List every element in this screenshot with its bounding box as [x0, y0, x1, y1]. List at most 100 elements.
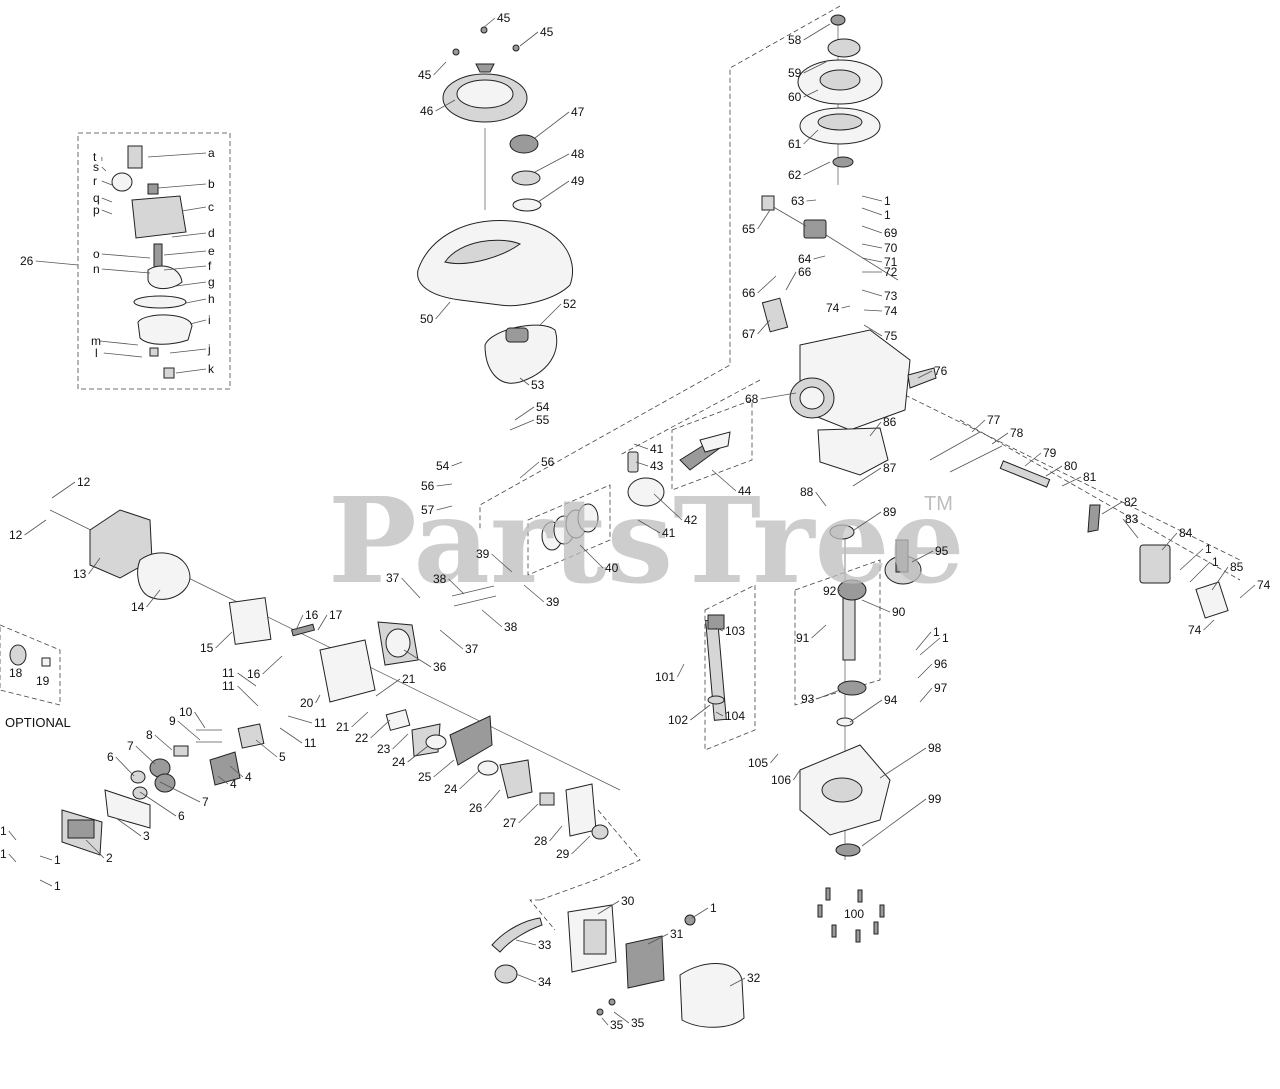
callout-label[interactable]: 87: [883, 461, 897, 475]
callout-label[interactable]: 52: [563, 297, 577, 311]
callout-label[interactable]: 57: [421, 503, 435, 517]
callout-label[interactable]: 43: [650, 459, 664, 473]
callout-70[interactable]: 70: [861, 241, 898, 255]
callout-label[interactable]: 37: [386, 571, 400, 585]
callout-83[interactable]: 83: [1122, 512, 1139, 539]
callout-68[interactable]: 68: [745, 392, 797, 406]
callout-81[interactable]: 81: [1061, 470, 1097, 487]
callout-o[interactable]: o: [93, 247, 151, 261]
callout-label[interactable]: 56: [541, 455, 555, 469]
callout-label[interactable]: 35: [610, 1018, 624, 1032]
callout-34[interactable]: 34: [515, 973, 552, 989]
callout-label[interactable]: 59: [788, 66, 802, 80]
callout-label[interactable]: 1: [1212, 555, 1219, 569]
callout-4[interactable]: 4: [217, 775, 237, 791]
callout-label[interactable]: 84: [1179, 526, 1193, 540]
callout-91[interactable]: 91: [796, 624, 827, 645]
callout-label[interactable]: 74: [1188, 623, 1202, 637]
callout-label[interactable]: 12: [9, 528, 23, 542]
callout-label[interactable]: 54: [536, 400, 550, 414]
callout-label[interactable]: 50: [420, 312, 434, 326]
callout-label[interactable]: a: [208, 146, 215, 160]
callout-label[interactable]: 93: [801, 692, 815, 706]
callout-61[interactable]: 61: [788, 129, 819, 151]
callout-45[interactable]: 45: [418, 61, 447, 82]
callout-label[interactable]: 61: [788, 137, 802, 151]
callout-label[interactable]: 1: [933, 625, 940, 639]
callout-g[interactable]: g: [175, 275, 215, 289]
callout-label[interactable]: j: [207, 342, 211, 356]
callout-label[interactable]: 63: [791, 194, 805, 208]
callout-label[interactable]: 48: [571, 147, 585, 161]
callout-73[interactable]: 73: [861, 289, 898, 303]
callout-label[interactable]: 74: [1257, 578, 1271, 592]
callout-label[interactable]: 2: [106, 851, 113, 865]
callout-label[interactable]: 42: [684, 513, 698, 527]
callout-label[interactable]: 37: [465, 642, 479, 656]
callout-label[interactable]: 58: [788, 33, 802, 47]
callout-label[interactable]: 19: [36, 674, 50, 688]
callout-label[interactable]: 22: [355, 731, 369, 745]
callout-85[interactable]: 85: [1211, 560, 1244, 591]
callout-26[interactable]: 26: [20, 254, 79, 268]
callout-label[interactable]: b: [208, 177, 215, 191]
callout-label[interactable]: 89: [883, 505, 897, 519]
callout-79[interactable]: 79: [1024, 446, 1057, 467]
callout-53[interactable]: 53: [519, 377, 545, 392]
callout-13[interactable]: 13: [73, 557, 101, 581]
callout-label[interactable]: 82: [1124, 495, 1138, 509]
callout-label[interactable]: 1: [0, 824, 7, 838]
callout-label[interactable]: 75: [884, 329, 898, 343]
callout-74[interactable]: 74: [826, 301, 851, 315]
callout-24[interactable]: 24: [444, 769, 481, 796]
callout-label[interactable]: 36: [433, 660, 447, 674]
callout-label[interactable]: 45: [418, 68, 432, 82]
callout-89[interactable]: 89: [853, 505, 897, 531]
callout-82[interactable]: 82: [1101, 495, 1138, 515]
callout-106[interactable]: 106: [771, 769, 801, 787]
callout-label[interactable]: o: [93, 247, 100, 261]
callout-label[interactable]: 28: [534, 834, 548, 848]
callout-label[interactable]: 99: [928, 792, 942, 806]
callout-label[interactable]: 40: [605, 561, 619, 575]
callout-label[interactable]: 100: [844, 907, 864, 921]
callout-39[interactable]: 39: [523, 584, 560, 609]
callout-47[interactable]: 47: [534, 105, 585, 139]
callout-12[interactable]: 12: [51, 475, 91, 499]
callout-label[interactable]: 71: [884, 255, 898, 269]
callout-80[interactable]: 80: [1045, 459, 1078, 477]
callout-label[interactable]: 1: [54, 879, 61, 893]
callout-label[interactable]: 55: [536, 413, 550, 427]
callout-label[interactable]: h: [208, 292, 215, 306]
callout-label[interactable]: 32: [747, 971, 761, 985]
callout-11[interactable]: 11: [279, 727, 317, 750]
callout-7[interactable]: 7: [159, 781, 209, 809]
callout-label[interactable]: 106: [771, 773, 791, 787]
callout-69[interactable]: 69: [861, 225, 898, 240]
callout-label[interactable]: 18: [9, 666, 23, 680]
callout-74[interactable]: 74: [863, 304, 898, 318]
callout-16[interactable]: 16: [295, 608, 319, 631]
callout-label[interactable]: 26: [20, 254, 34, 268]
callout-27[interactable]: 27: [503, 803, 539, 830]
callout-label[interactable]: 69: [884, 226, 898, 240]
callout-98[interactable]: 98: [879, 741, 942, 779]
callout-label[interactable]: 74: [884, 304, 898, 318]
callout-label[interactable]: 94: [884, 693, 898, 707]
callout-q[interactable]: q: [93, 191, 113, 205]
callout-label[interactable]: 62: [788, 168, 802, 182]
callout-label[interactable]: 64: [798, 252, 812, 266]
callout-16[interactable]: 16: [247, 655, 283, 681]
callout-37[interactable]: 37: [439, 629, 479, 656]
callout-label[interactable]: 66: [798, 265, 812, 279]
callout-label[interactable]: 14: [131, 600, 145, 614]
callout-label[interactable]: 45: [497, 11, 511, 25]
callout-26[interactable]: 26: [469, 789, 501, 815]
callout-label[interactable]: 104: [725, 709, 745, 723]
callout-11[interactable]: 11: [222, 679, 259, 707]
callout-label[interactable]: 41: [662, 526, 676, 540]
callout-label[interactable]: 31: [670, 927, 684, 941]
callout-74[interactable]: 74: [1239, 578, 1271, 599]
callout-label[interactable]: m: [91, 334, 101, 348]
callout-label[interactable]: 56: [421, 479, 435, 493]
